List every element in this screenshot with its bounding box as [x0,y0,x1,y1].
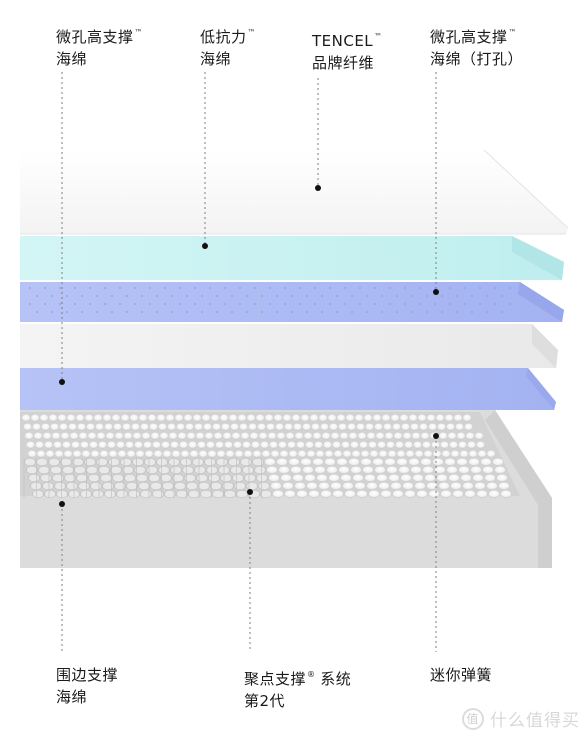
blue-foam-layer-perforated [20,282,564,322]
watermark-logo-icon: 值 [462,707,484,730]
dot-perforated [433,289,439,295]
watermark-text: 什么值得买 [490,711,580,731]
dot-pocket [247,489,253,495]
dot-low-resist [202,243,208,249]
aqua-low-resistance-layer [20,236,564,280]
label-edge-support-foam: 围边支撑 海绵 [56,666,119,706]
label-mini-springs: 迷你弹簧 [430,666,493,684]
label-micro-foam-perforated: 微孔高支撑™ 海绵（打孔） [430,28,524,68]
watermark: 值 什么值得买 [462,706,580,731]
leader-dots [59,185,439,507]
perforation-holes [29,287,511,313]
label-pocket-support: 聚点支撑® 系统 第2代 [244,670,352,710]
dot-top-micro-foam [59,379,65,385]
top-tencel-layer [20,149,569,235]
label-low-resist-foam: 低抗力™ 海绵 [200,28,256,68]
grey-fiber-layer [20,324,558,368]
leader-lines [61,72,437,652]
blue-foam-layer-lower [20,368,556,410]
dot-tencel [315,185,321,191]
dot-edge-support [59,501,65,507]
mini-spring-grid [22,414,512,499]
dot-springs [433,433,439,439]
label-tencel: TENCEL™ 品牌纤维 [312,32,383,72]
label-top-micro-foam: 微孔高支撑™ 海绵 [56,28,143,68]
